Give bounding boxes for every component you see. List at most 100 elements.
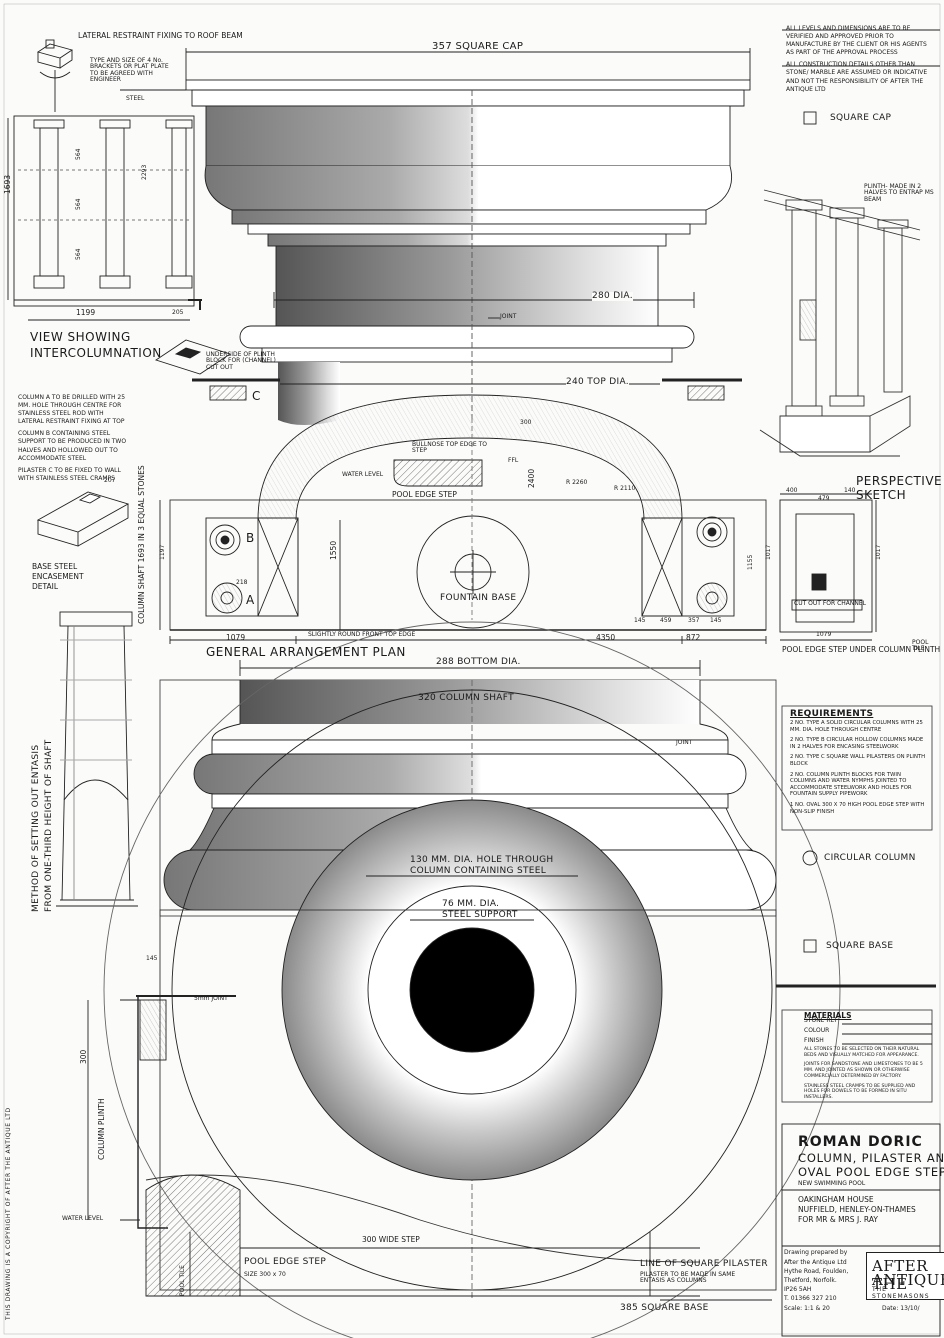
- plan-dim-459: 459: [660, 617, 672, 624]
- hole-note-line2: COLUMN CONTAINING STEEL: [410, 866, 547, 876]
- general-note-2: ALL CONSTRUCTION DETAILS OTHER THAN STON…: [786, 61, 928, 93]
- fountain-base-label: FOUNTAIN BASE: [440, 593, 517, 603]
- dim-1693: 1693: [3, 174, 12, 194]
- plan-dim-1550: 1550: [329, 540, 338, 560]
- plan-dim-145-a: 145: [634, 617, 646, 624]
- pilaster-label-c: C: [252, 389, 261, 403]
- plan-dim-4350: 4350: [596, 633, 616, 642]
- requirement-item: 2 NO. COLUMN PLINTH BLOCKS FOR TWIN COLU…: [790, 771, 912, 798]
- dim-564-c: 564: [75, 248, 82, 260]
- joint-label-cap: JOINT: [500, 313, 517, 320]
- company-postcode: IP26 5AH: [784, 1286, 812, 1293]
- lateral-restraint-label: LATERAL RESTRAINT FIXING TO ROOF BEAM: [78, 31, 243, 40]
- plinth-dim-300: 300: [79, 1049, 88, 1064]
- base-dim-145: 145: [146, 955, 158, 962]
- plan-dim-1197: 1197: [159, 544, 166, 560]
- dia-280-dimension: 280 DIA.: [592, 291, 633, 302]
- joint-5mm-label: 5mm JOINT: [194, 995, 228, 1002]
- perspective-plinth-note: PLINTH- MADE IN 2 HALVES TO ENTRAP MS BE…: [864, 183, 934, 203]
- column-note-b: COLUMN B CONTAINING STEEL SUPPORT TO BE …: [18, 430, 127, 462]
- prepared-by: Drawing prepared by: [784, 1249, 848, 1256]
- legend-square-cap: SQUARE CAP: [830, 113, 892, 123]
- materials-finish: FINISH: [804, 1037, 824, 1044]
- column-note-a: COLUMN A TO BE DRILLED WITH 25 MM. HOLE …: [18, 394, 126, 426]
- legend-square-base: SQUARE BASE: [826, 941, 894, 951]
- dim-2293: 2293: [141, 164, 148, 180]
- plan-dim-400: 400: [786, 487, 798, 494]
- requirements-list: 2 NO. TYPE A SOLID CIRCULAR COLUMNS WITH…: [790, 720, 928, 819]
- plan-dim-1155: 1155: [747, 554, 754, 570]
- plan-dim-145-b: 145: [710, 617, 722, 624]
- drawing-subtitle-2: OVAL POOL EDGE STEP: [798, 1165, 944, 1179]
- plan-dim-140: 140: [844, 487, 856, 494]
- column-base-elevation: [87, 621, 936, 1338]
- dim-564-b: 564: [75, 198, 82, 210]
- requirement-item: 2 NO. TYPE C SQUARE WALL PILASTERS ON PL…: [790, 754, 926, 768]
- plan-dim-1079-a: 1079: [226, 633, 246, 642]
- legend-circular-column: CIRCULAR COLUMN: [824, 853, 916, 863]
- address-line-3: FOR MR & MRS J. RAY: [798, 1215, 878, 1224]
- perspective-sketch: [759, 189, 921, 457]
- wide-step-label: 300 WIDE STEP: [362, 1235, 420, 1244]
- entasis-note: METHOD OF SETTING OUT ENTASIS FROM ONE-T…: [31, 739, 54, 912]
- logo-line-2: ANTIQUE: [872, 1271, 944, 1289]
- drawing-scale: Scale: 1:1 & 20: [784, 1305, 830, 1312]
- base-pool-edge-step: POOL EDGE STEP: [244, 1257, 327, 1267]
- base-joint-label: JOINT: [676, 739, 693, 746]
- bracket-note: TYPE AND SIZE OF 4 No. BRACKETS OR PLAT …: [90, 57, 169, 83]
- column-shaft-note: COLUMN SHAFT 1693 IN 3 EQUAL STONES: [137, 465, 146, 624]
- column-label-a: A: [246, 593, 255, 607]
- steel-label: STEEL: [126, 95, 145, 102]
- company-town: Thetford, Norfolk.: [784, 1277, 837, 1284]
- drawing-date: Date: 13/10/: [882, 1305, 920, 1312]
- base-water-level: WATER LEVEL: [62, 1215, 104, 1222]
- logo-line-1: AFTER THE: [872, 1257, 928, 1293]
- general-arrangement-plan-title: GENERAL ARRANGEMENT PLAN: [206, 645, 406, 659]
- logo-line-3: THE STONEMASONS: [872, 1286, 930, 1300]
- materials-title: MATERIALS: [804, 1011, 852, 1020]
- hole-note-line1: 130 MM. DIA. HOLE THROUGH: [410, 855, 554, 865]
- step-size-label: SIZE 300 x 70: [244, 1271, 286, 1278]
- plan-radius-2110: R 2110: [614, 485, 636, 492]
- underside-note: UNDERSIDE OF PLINTH BLOCK FOR (CHANNEL) …: [206, 351, 276, 371]
- company-telephone: T. 01366 327 210: [784, 1295, 837, 1302]
- materials-note: JOINTS FOR SANDSTONE AND LIMESTONES TO B…: [804, 1062, 923, 1079]
- plan-dim-1017-a: 1017: [765, 544, 772, 560]
- base-steel-dim-207: 207: [104, 477, 116, 484]
- plan-dim-479: 479: [818, 495, 830, 502]
- plan-radius-2260: R 2260: [566, 479, 588, 486]
- steel-support-line2: STEEL SUPPORT: [442, 910, 518, 920]
- materials-note: ALL STONES TO BE SELECTED ON THEIR NATUR…: [804, 1047, 920, 1058]
- column-plinth-label: COLUMN PLINTH: [97, 1098, 106, 1160]
- plan-pool-edge-step: POOL EDGE STEP: [392, 490, 457, 499]
- plan-dim-300: 300: [520, 419, 532, 426]
- company-logo: AFTER THE ANTIQUE THE STONEMASONS: [866, 1252, 944, 1300]
- materials-colour: COLOUR: [804, 1027, 830, 1034]
- legend-symbols: [802, 111, 818, 953]
- plan-water-level: WATER LEVEL: [342, 471, 384, 478]
- base-pool-tile: POOL TILE: [179, 1265, 186, 1296]
- general-notes: ALL LEVELS AND DIMENSIONS ARE TO BE VERI…: [786, 25, 936, 98]
- cut-out-note: CUT OUT FOR CHANNEL: [794, 600, 867, 607]
- square-base-dimension: 385 SQUARE BASE: [620, 1303, 709, 1313]
- title-block-frame: [781, 29, 941, 1337]
- view-intercolumnation-label: VIEW SHOWING INTERCOLUMNATION: [30, 330, 162, 360]
- address-line-2: NUFFIELD, HENLEY-ON-THAMES: [798, 1205, 916, 1214]
- column-note-c: PILASTER C TO BE FIXED TO WALL WITH STAI…: [18, 466, 121, 482]
- steel-support-line1: 76 MM. DIA.: [442, 899, 500, 909]
- top-dia-240-dimension: 240 TOP DIA.: [566, 377, 629, 388]
- dim-1199: 1199: [76, 308, 96, 317]
- requirement-item: 2 NO. TYPE B CIRCULAR HOLLOW COLUMNS MAD…: [790, 737, 924, 750]
- entasis-diagram: [56, 611, 138, 907]
- bottom-dia-dimension: 288 BOTTOM DIA.: [436, 657, 521, 668]
- drawing-title: ROMAN DORIC: [798, 1134, 923, 1150]
- base-steel-title: BASE STEEL ENCASEMENT DETAIL: [32, 562, 84, 591]
- pilaster-note: PILASTER TO BE MADE IN SAME ENTASIS AS C…: [640, 1271, 736, 1285]
- plan-dim-2400: 2400: [527, 468, 536, 488]
- company-road: Hythe Road, Foulden,: [784, 1268, 849, 1275]
- plan-dim-218: 218: [236, 579, 248, 586]
- materials-note: STAINLESS STEEL CRAMPS TO BE SUPPLIED AN…: [804, 1083, 916, 1101]
- line-square-pilaster: LINE OF SQUARE PILASTER: [640, 1259, 768, 1269]
- materials-notes: ALL STONES TO BE SELECTED ON THEIR NATUR…: [804, 1047, 928, 1105]
- address-line-1: OAKINGHAM HOUSE: [798, 1195, 874, 1204]
